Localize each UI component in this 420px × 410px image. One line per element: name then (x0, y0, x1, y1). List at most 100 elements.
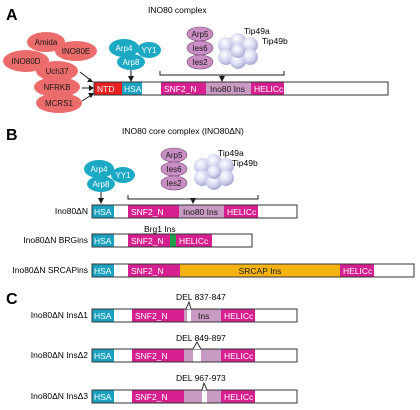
deletion-marker (201, 381, 208, 391)
domain-helicc-label: HELICc (343, 266, 373, 276)
subunit-label: Uch37 (45, 67, 69, 76)
domain-ins (191, 309, 221, 322)
domain-hsa-label: HSA (94, 236, 112, 246)
panel-c-letter: C (6, 291, 18, 308)
deletion-label: DEL 967-973 (176, 373, 226, 383)
construct-bar-ins-d1: HSA SNF2_N Ins HELICc (91, 300, 298, 323)
subunit-ies2 (160, 175, 188, 191)
subunit-arp8 (117, 54, 145, 70)
panel-c: C DEL 837-847 Ino80ΔN InsΔ1 HSA SNF2_N I… (6, 291, 298, 404)
subunit-ino80d (3, 50, 49, 72)
panel-a-letter: A (6, 7, 18, 24)
subunit-label: Ies2 (192, 58, 208, 67)
tip49a-label: Tip49a (244, 26, 270, 36)
deletion-label: DEL 849-897 (176, 333, 226, 343)
subunit-arp4 (109, 39, 139, 57)
teal-subunit-cluster-a: Arp4 YY1 Arp8 (109, 39, 161, 82)
domain-snf2n (132, 309, 184, 322)
subunit-label: INO80D (12, 57, 41, 66)
subunit-label: Ies2 (166, 179, 182, 188)
subunit-label: Arp8 (93, 180, 110, 189)
subunit-label: YY1 (141, 46, 157, 55)
domain-hsa (92, 309, 114, 322)
purple-subunit-cluster-b: Arp5 Ies6 Ies2 (160, 147, 188, 191)
domain-hsa (92, 234, 114, 247)
subunit-arp4 (84, 160, 114, 178)
domain-snf2n (132, 349, 184, 362)
domain-ino80-ins (206, 82, 251, 95)
subunit-label: Ies6 (192, 44, 208, 53)
construct-bar-ino80dn: HSA SNF2_N Ino80 Ins HELICc (91, 204, 298, 219)
domain-helicc (221, 349, 255, 362)
domain-hsa-label: HSA (124, 84, 142, 94)
domain-hsa (92, 205, 114, 218)
domain-hsa (122, 82, 142, 95)
construct-name: Ino80ΔN InsΔ2 (31, 350, 88, 360)
domain-helicc (251, 82, 284, 95)
panel-a-title: INO80 complex (148, 5, 207, 15)
domain-snf2n (128, 205, 179, 218)
domain-hsa-label: HSA (94, 351, 112, 361)
construct-bar-ins-d2: HSA SNF2_N HELICc (91, 340, 298, 363)
purple-subunit-cluster-a: Arp5 Ies6 Ies2 (186, 26, 214, 70)
domain-ino80-ins (179, 205, 224, 218)
domain-hsa-label: HSA (94, 266, 112, 276)
domain-snf2n (161, 82, 206, 95)
deletion-marker (185, 300, 192, 310)
domain-ino80-ins-label: Ino80 Ins (183, 207, 218, 217)
teal-subunit-cluster-b: Arp4 YY1 Arp8 (84, 160, 135, 204)
subunit-uch37 (36, 61, 78, 81)
domain-snf2n (128, 264, 180, 277)
subunit-yy1 (111, 167, 135, 183)
subunit-label: Arp5 (166, 151, 183, 160)
subunit-label: Arp4 (116, 44, 133, 53)
domain-hsa-label: HSA (94, 311, 112, 321)
domain-srcap-ins (180, 264, 340, 277)
panel-b-letter: B (6, 127, 18, 144)
subunit-yy1 (137, 42, 161, 58)
domain-hsa (92, 264, 114, 277)
ino80-full-length-bar: NTD HSA SNF2_N Ino80 Ins HELICc (93, 81, 389, 96)
domain-snf2n (128, 234, 170, 247)
domain-snf2n-label: SNF2_N (131, 266, 164, 276)
domain-snf2n-label: SNF2_N (131, 236, 164, 246)
red-subunit-cluster: Amida INO80E INO80D Uch37 NFRKB MCRS1 (3, 32, 97, 113)
subunit-amida (27, 32, 65, 52)
subunit-label: Ies6 (166, 165, 182, 174)
domain-helicc-label: HELICc (179, 236, 209, 246)
domain-hsa-label: HSA (94, 392, 112, 402)
domain-helicc (224, 205, 258, 218)
subunit-ino80e (55, 41, 97, 61)
subunit-ies2 (186, 54, 214, 70)
domain-helicc-label: HELICc (224, 392, 254, 402)
tip49b-label: Tip49b (232, 158, 258, 168)
subunit-label: Arp5 (192, 30, 209, 39)
domain-hsa (92, 349, 114, 362)
domain-snf2n-label: SNF2_N (135, 351, 168, 361)
construct-name: Ino80ΔN BRGins (23, 235, 88, 245)
subunit-label: Arp8 (123, 58, 140, 67)
domain-hsa-label: HSA (94, 207, 112, 217)
domain-snf2n-label: SNF2_N (131, 207, 164, 217)
domain-ntd-label: NTD (97, 84, 114, 94)
subunit-nfrkb (34, 77, 80, 97)
panel-b-title: INO80 core complex (INO80ΔN) (122, 126, 244, 136)
construct-name: Ino80ΔN InsΔ3 (31, 391, 88, 401)
construct-bar-brgins: HSA SNF2_N HELICc (91, 233, 253, 248)
tip49-hexamer-a (218, 33, 258, 69)
tip49b-label: Tip49b (262, 36, 288, 46)
domain-ins-label: Ins (198, 311, 209, 321)
domain-helicc (221, 390, 255, 403)
construct-bar-srcapins: HSA SNF2_N SRCAP Ins HELICc (91, 263, 415, 278)
domain-hsa (92, 390, 114, 403)
subunit-label: Arp4 (91, 165, 108, 174)
panel-a: A INO80 complex Amida INO80E INO80D Uch3… (3, 5, 389, 113)
subunit-mcrs1 (36, 93, 82, 113)
domain-snf2n-label: SNF2_N (135, 311, 168, 321)
brg1-insert (170, 234, 176, 247)
domain-snf2n-label: SNF2_N (164, 84, 197, 94)
deletion-marker (192, 340, 202, 350)
subunit-label: INO80E (62, 47, 90, 56)
construct-bar-ins-d3: HSA SNF2_N HELICc (91, 381, 298, 404)
